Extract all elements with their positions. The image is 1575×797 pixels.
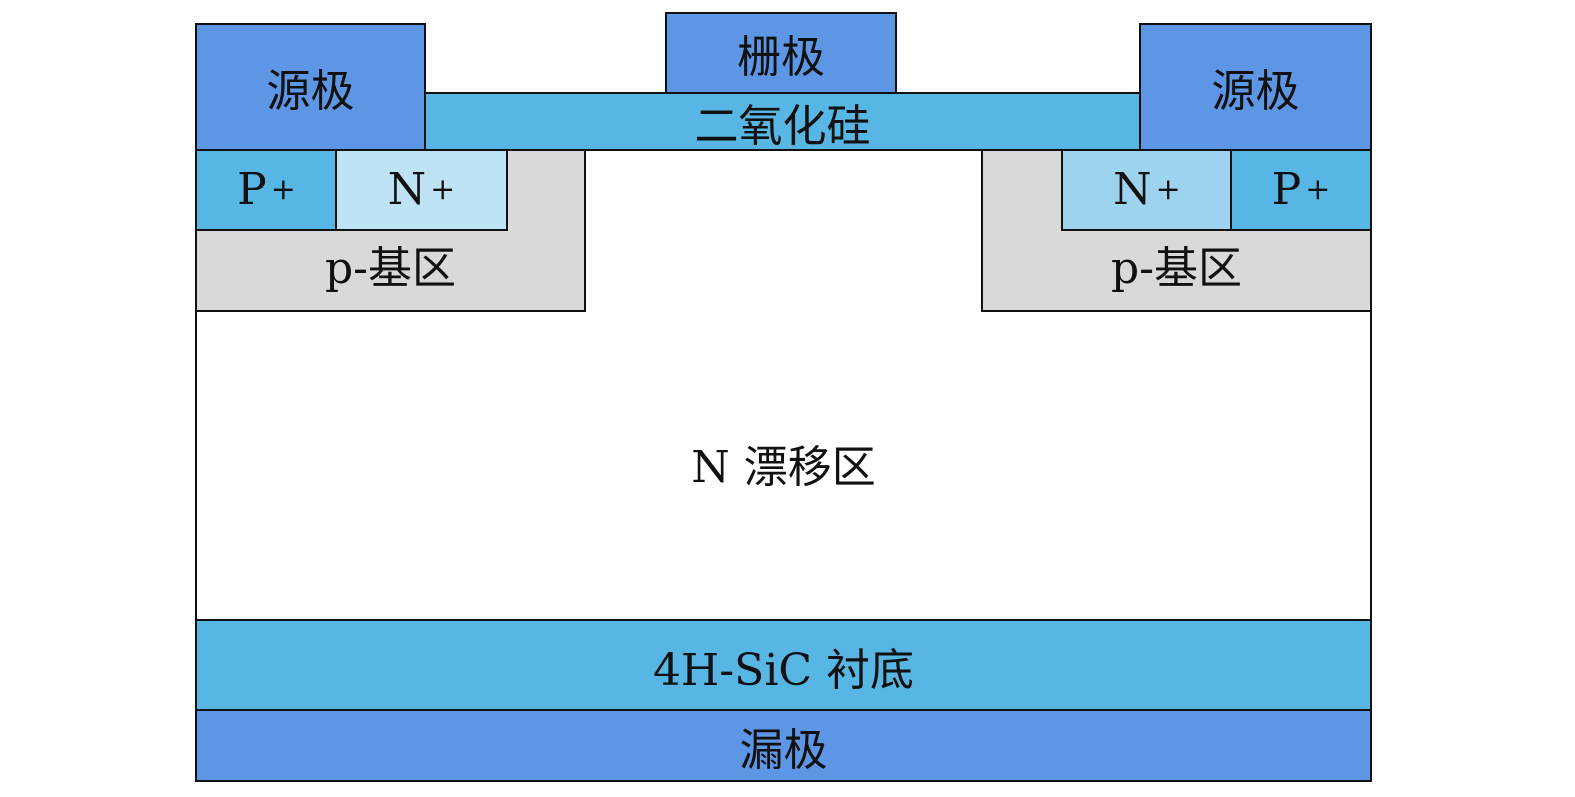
source-electrode-left: 源极 xyxy=(195,23,426,151)
n-plus-label: N xyxy=(387,164,427,215)
source-electrode-right: 源极 xyxy=(1139,23,1372,151)
substrate-label: 4H-SiC 衬底 xyxy=(652,644,915,696)
plus-sign: + xyxy=(430,172,456,207)
gate-label: 栅极 xyxy=(737,32,825,83)
plus-sign: + xyxy=(1155,172,1181,207)
drift-label: N 漂移区 xyxy=(691,441,876,493)
p-plus-right: P+ xyxy=(1230,148,1372,231)
oxide-layer: 二氧化硅 xyxy=(423,92,1142,152)
p-plus-label: P xyxy=(1271,164,1302,215)
p-base-label: p-基区 xyxy=(324,243,457,294)
source-label: 源极 xyxy=(266,66,355,117)
substrate-layer: 4H-SiC 衬底 xyxy=(195,619,1372,712)
p-plus-label: P xyxy=(237,164,267,215)
gate-electrode: 栅极 xyxy=(665,12,897,94)
drain-label: 漏极 xyxy=(739,724,828,776)
plus-sign: + xyxy=(270,172,296,207)
p-plus-left: P+ xyxy=(195,148,338,231)
source-label: 源极 xyxy=(1211,66,1300,117)
n-plus-label: N xyxy=(1113,164,1152,215)
drain-electrode: 漏极 xyxy=(195,709,1372,782)
n-plus-right: N+ xyxy=(1061,148,1233,231)
oxide-label: 二氧化硅 xyxy=(694,100,871,152)
plus-sign: + xyxy=(1305,172,1331,207)
p-base-label: p-基区 xyxy=(1110,243,1243,294)
n-plus-left: N+ xyxy=(335,148,508,231)
